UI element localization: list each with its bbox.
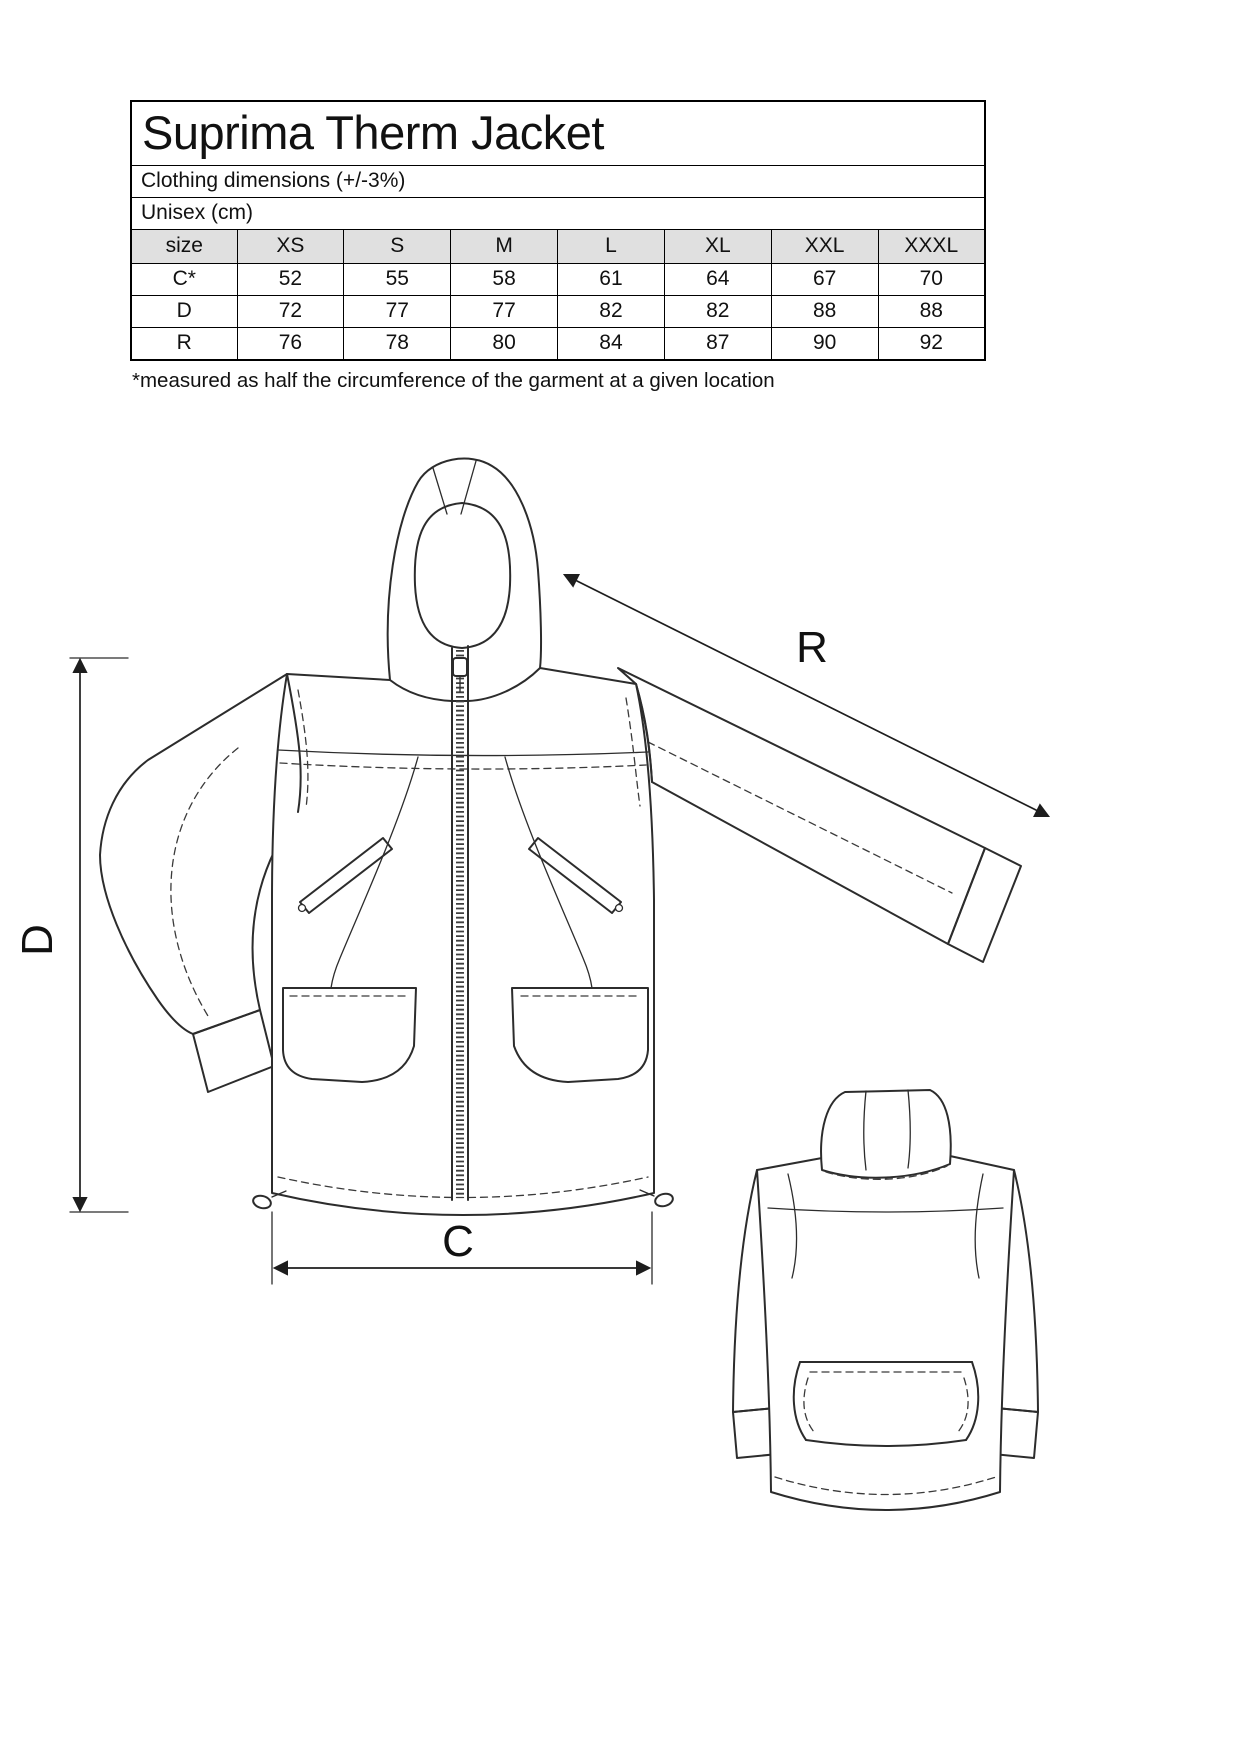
front-right-sleeve <box>617 667 1022 963</box>
cell-c-s: 55 <box>343 262 452 296</box>
size-table: Suprima Therm Jacket Clothing dimensions… <box>130 100 986 361</box>
front-hood <box>386 457 543 702</box>
back-hood <box>820 1089 952 1180</box>
dim-label-length: D <box>13 924 62 956</box>
cell-d-xl: 82 <box>663 294 772 328</box>
cell-r-l: 84 <box>557 326 665 361</box>
table-subtitle-dimensions: Clothing dimensions (+/-3%) <box>130 164 986 198</box>
cell-c-xxxl: 70 <box>877 262 986 296</box>
cell-d-xxl: 88 <box>770 294 879 328</box>
cell-d-xxxl: 88 <box>877 294 986 328</box>
measurement-footnote: *measured as half the circumference of t… <box>132 369 775 392</box>
col-header-s: S <box>343 228 452 264</box>
back-view-drawing <box>732 1089 1039 1511</box>
dim-label-width: C <box>442 1217 474 1266</box>
dimension-C: C <box>271 1211 653 1285</box>
col-header-m: M <box>450 228 559 264</box>
cell-r-m: 80 <box>450 326 559 361</box>
cell-r-xl: 87 <box>663 326 772 361</box>
row-label-d: D <box>130 294 238 328</box>
cell-c-xxl: 67 <box>770 262 879 296</box>
dimension-D: D <box>13 657 129 1213</box>
front-chest-zip-pockets <box>297 837 624 914</box>
table-row-d: D 72 77 77 82 82 88 88 <box>130 294 986 328</box>
front-left-sleeve <box>99 673 299 1093</box>
row-label-r: R <box>130 326 238 361</box>
front-lower-pockets <box>282 987 649 1083</box>
col-header-xxxl: XXXL <box>877 228 986 264</box>
front-main-zipper <box>451 645 469 1201</box>
cell-r-xxxl: 92 <box>877 326 986 361</box>
cell-r-xxl: 90 <box>770 326 879 361</box>
dimension-R: R <box>562 573 1051 818</box>
cell-d-l: 82 <box>557 294 665 328</box>
page-title: Suprima Therm Jacket <box>130 100 986 166</box>
cell-d-s: 77 <box>343 294 452 328</box>
back-body <box>756 1155 1015 1511</box>
table-row-r: R 76 78 80 84 87 90 92 <box>130 326 986 361</box>
cell-d-xs: 72 <box>236 294 345 328</box>
cell-r-s: 78 <box>343 326 452 361</box>
back-kangaroo-pocket <box>792 1361 980 1447</box>
col-header-xxl: XXL <box>770 228 879 264</box>
dim-label-sleeve: R <box>796 623 828 672</box>
cell-c-m: 58 <box>450 262 559 296</box>
cell-d-m: 77 <box>450 294 559 328</box>
cell-c-xl: 64 <box>663 262 772 296</box>
table-row-c: C* 52 55 58 61 64 67 70 <box>130 262 986 296</box>
table-header-row: size XS S M L XL XXL XXXL <box>130 228 986 264</box>
cell-c-l: 61 <box>557 262 665 296</box>
cell-r-xs: 76 <box>236 326 345 361</box>
table-subtitle-unisex: Unisex (cm) <box>130 196 986 230</box>
